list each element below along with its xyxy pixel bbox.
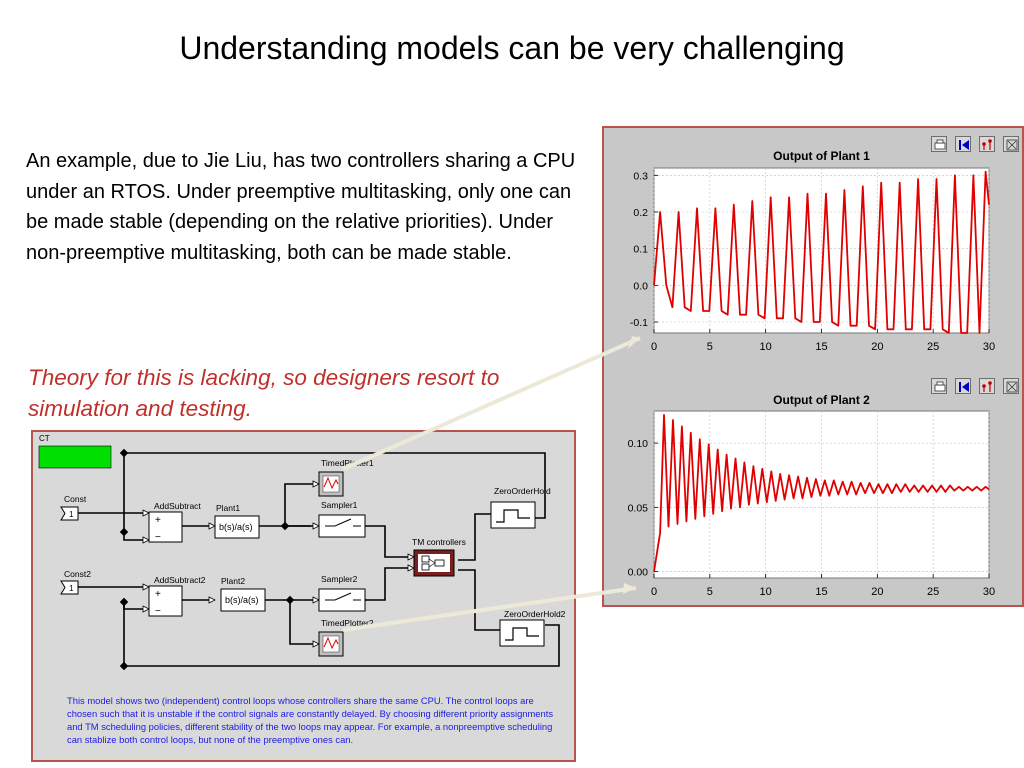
sampler2-label: Sampler2 xyxy=(321,574,358,584)
const2-value: 1 xyxy=(69,584,74,593)
toolbar-button-stem-plot[interactable] xyxy=(979,136,995,152)
add2-minus: − xyxy=(155,606,161,617)
plot-title: Output of Plant 2 xyxy=(773,393,870,407)
add1-label: AddSubtract xyxy=(154,501,201,511)
reset-axes-icon xyxy=(959,382,969,392)
y-tick-label: 0.0 xyxy=(633,280,648,292)
plant1-label: Plant1 xyxy=(216,503,240,513)
plot-wave-icon xyxy=(323,476,339,490)
y-tick-label: -0.1 xyxy=(630,317,648,329)
toolbar-button-reset-axes[interactable] xyxy=(955,378,971,394)
step-icon xyxy=(496,509,530,523)
plot-series-line xyxy=(653,413,990,572)
slide-emphasis: Theory for this is lacking, so designers… xyxy=(28,365,500,421)
plot-1: Output of Plant 1 0 5 10 15 20 25 30 0.3 0.2 0.1 0.… xyxy=(630,149,995,353)
sampler1-label: Sampler1 xyxy=(321,500,358,510)
plant1-transfer-function: b(s)/a(s) xyxy=(219,522,253,532)
plant2-label: Plant2 xyxy=(221,576,245,586)
y-tick-label: 0.10 xyxy=(628,438,649,450)
plot-panel: Output of Plant 1 0 5 10 15 20 25 30 0.3 0.2 0.1 0.… xyxy=(602,126,1024,607)
x-tick-label: 10 xyxy=(760,341,772,353)
const1-label: Const xyxy=(64,494,87,504)
toolbar-button-fill[interactable] xyxy=(1003,378,1019,394)
plant1-actor[interactable]: b(s)/a(s) xyxy=(214,515,260,539)
toolbar-button-fill[interactable] xyxy=(1003,136,1019,152)
x-tick-label: 30 xyxy=(983,341,995,353)
const2-label: Const2 xyxy=(64,569,91,579)
plot-series-line xyxy=(653,170,990,334)
add2-plus: + xyxy=(155,589,161,600)
const1-actor[interactable]: 1 xyxy=(60,506,79,521)
tm-controllers-label: TM controllers xyxy=(412,537,466,547)
x-tick-label: 0 xyxy=(651,586,657,598)
y-tick-label: 0.00 xyxy=(628,567,649,579)
const2-actor[interactable]: 1 xyxy=(60,580,79,595)
add1-actor[interactable]: + − xyxy=(148,511,183,543)
reset-axes-icon xyxy=(959,140,969,150)
x-tick-label: 15 xyxy=(815,586,827,598)
ct-director[interactable] xyxy=(38,445,112,469)
slide-title: Understanding models can be very challen… xyxy=(179,30,845,66)
sampler2-actor[interactable] xyxy=(318,588,366,612)
zoh2-actor[interactable] xyxy=(499,619,545,647)
plotter2-actor[interactable] xyxy=(318,631,344,657)
print-icon xyxy=(934,381,946,392)
const1-value: 1 xyxy=(69,510,74,519)
add1-minus: − xyxy=(155,532,161,543)
zoh1-actor[interactable] xyxy=(490,501,536,529)
tm-controllers-actor[interactable] xyxy=(413,549,455,577)
toolbar-button-print[interactable] xyxy=(931,378,947,394)
zoh2-label: ZeroOrderHold2 xyxy=(504,609,566,619)
x-tick-label: 30 xyxy=(983,586,995,598)
plotter1-label: TimedPlotter1 xyxy=(321,458,374,468)
switch-icon xyxy=(325,518,361,527)
sampler1-actor[interactable] xyxy=(318,514,366,538)
plot-wave-icon xyxy=(323,636,339,650)
fill-icon xyxy=(1006,381,1018,393)
plant2-transfer-function: b(s)/a(s) xyxy=(225,595,259,605)
y-tick-label: 0.1 xyxy=(633,244,648,256)
plant2-actor[interactable]: b(s)/a(s) xyxy=(220,588,266,612)
x-tick-label: 0 xyxy=(651,341,657,353)
plotter1-actor[interactable] xyxy=(318,471,344,497)
add2-label: AddSubtract2 xyxy=(154,575,206,585)
toolbar-button-reset-axes[interactable] xyxy=(955,136,971,152)
y-tick-label: 0.3 xyxy=(633,170,648,182)
x-tick-label: 20 xyxy=(871,341,883,353)
print-icon xyxy=(934,139,946,150)
x-tick-label: 15 xyxy=(815,341,827,353)
x-tick-label: 5 xyxy=(707,586,713,598)
x-tick-label: 10 xyxy=(760,586,772,598)
x-tick-label: 25 xyxy=(927,341,939,353)
x-tick-label: 25 xyxy=(927,586,939,598)
plots-canvas: Output of Plant 1 0 5 10 15 20 25 30 0.3 0.2 0.1 0.… xyxy=(628,149,996,598)
zoh1-label: ZeroOrderHold xyxy=(494,486,551,496)
y-tick-label: 0.05 xyxy=(628,502,649,514)
stem-plot-icon xyxy=(982,139,992,150)
y-tick-label: 0.2 xyxy=(633,207,648,219)
plotter2-label: TimedPlotter2 xyxy=(321,618,374,628)
composite-icon xyxy=(428,558,436,568)
model-diagram-panel: CT Const 1 Const2 1 AddSubtract + − AddS… xyxy=(31,430,576,762)
toolbar-button-print[interactable] xyxy=(931,136,947,152)
x-tick-label: 5 xyxy=(707,341,713,353)
plot-2: Output of Plant 2 0 5 10 15 20 25 30 0.10 0.05 0.0… xyxy=(628,393,996,598)
slide-paragraph: An example, due to Jie Liu, has two cont… xyxy=(26,150,576,264)
add1-plus: + xyxy=(155,515,161,526)
model-description: This model shows two (independent) contr… xyxy=(67,695,554,745)
add2-actor[interactable]: + − xyxy=(148,585,183,617)
stem-plot-icon xyxy=(982,381,992,392)
ct-director-name: CT xyxy=(39,434,50,443)
x-tick-label: 20 xyxy=(871,586,883,598)
fill-icon xyxy=(1006,139,1018,151)
plot-title: Output of Plant 1 xyxy=(773,149,870,163)
toolbar-button-stem-plot[interactable] xyxy=(979,378,995,394)
